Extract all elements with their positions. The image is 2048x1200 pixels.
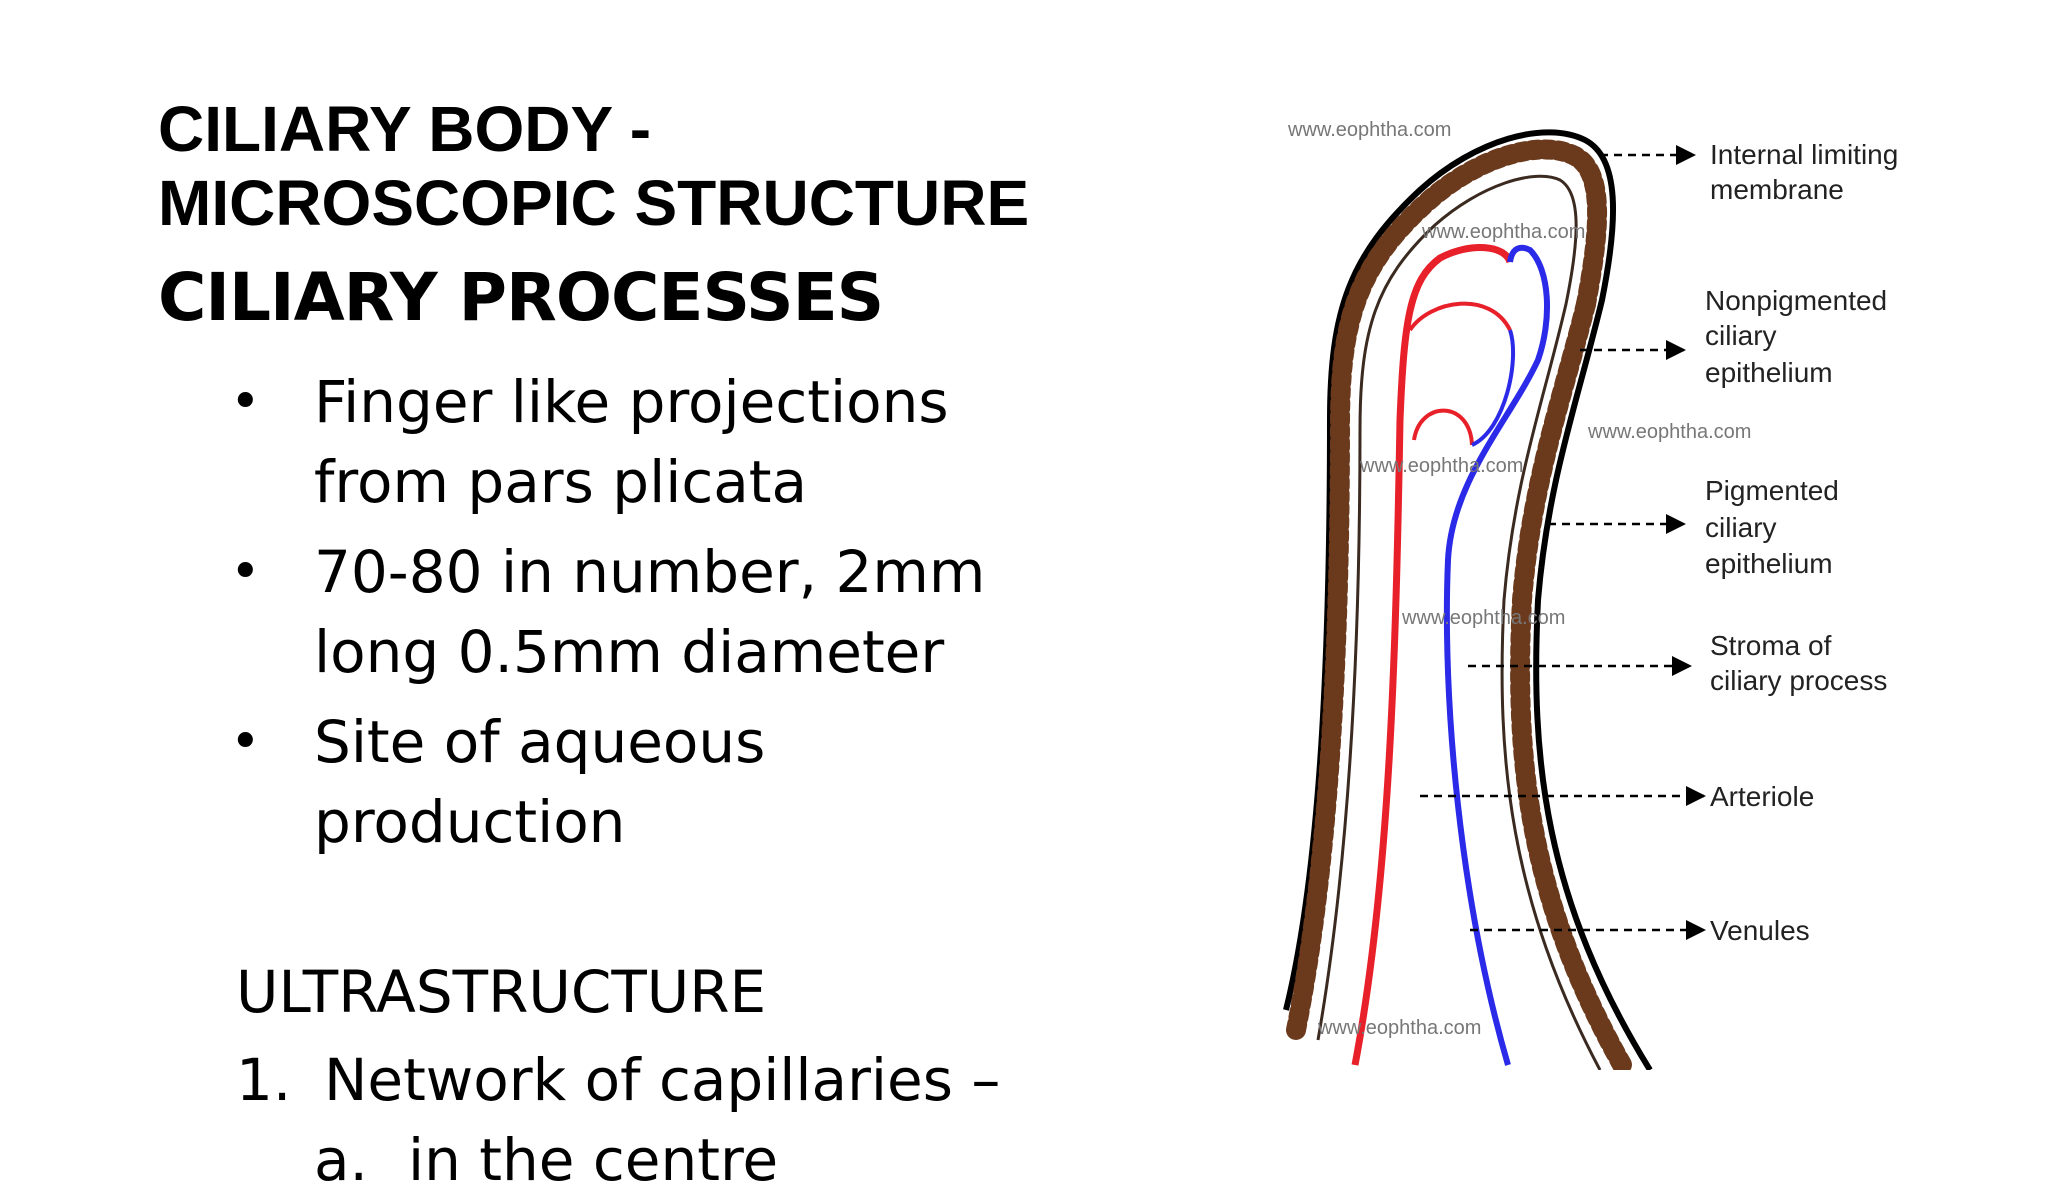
bullet-dot: • [230, 712, 261, 772]
bullet-text-line2: production [314, 788, 626, 856]
label-nonpigmented: Nonpigmented [1705, 285, 1887, 316]
watermark-text: www.eophtha.com [1587, 421, 1751, 443]
bullet-text-line2: long 0.5mm diameter [314, 618, 945, 686]
section-heading: CILIARY PROCESSES [158, 259, 884, 336]
ultrastructure-heading: ULTRASTRUCTURE [236, 958, 767, 1026]
label-venules: Venules [1710, 915, 1810, 946]
pigmented-epithelium-left [1286, 139, 1608, 1040]
watermark-text: www.eophtha.com [1317, 1017, 1481, 1039]
numbered-item: 1. Network of capillaries – [236, 1040, 1000, 1120]
bullet-text-line1: 70-80 in number, 2mm [314, 538, 986, 606]
slide-title: CILIARY BODY - MICROSCOPIC STRUCTURE [158, 92, 1158, 240]
label-nonpigmented-3: epithelium [1705, 357, 1833, 388]
arteriole-vessel [1351, 244, 1514, 1066]
bullet-text-line2: from pars plicata [314, 448, 808, 516]
bullet-item: • 70-80 in number, 2mm long 0.5mm diamet… [228, 532, 1088, 692]
watermark-text: www.eophtha.com [1421, 221, 1585, 243]
watermark-text: www.eophtha.com [1401, 607, 1565, 629]
bullet-dot: • [230, 542, 261, 602]
pigmented-epithelium-right [1510, 294, 1635, 1070]
title-line-1: CILIARY BODY - [158, 93, 652, 165]
label-stroma-2: ciliary process [1710, 665, 1887, 696]
process-illustration [1283, 129, 1653, 1070]
label-nonpigmented-2: ciliary [1705, 320, 1777, 351]
label-pigmented-2: ciliary [1705, 512, 1777, 543]
label-pigmented-3: epithelium [1705, 548, 1833, 579]
label-internal-limiting-membrane-2: membrane [1710, 174, 1844, 205]
item-number: 1. [236, 1046, 292, 1114]
title-line-2: MICROSCOPIC STRUCTURE [158, 167, 1030, 239]
venule-vessel [1443, 244, 1550, 1066]
bullet-text-line1: Finger like projections [314, 368, 949, 436]
watermark-text: www.eophtha.com [1359, 455, 1523, 477]
bullet-text-line1: Site of aqueous [314, 708, 766, 776]
label-pigmented: Pigmented [1705, 475, 1839, 506]
bullet-item: • Site of aqueous production [228, 702, 1088, 862]
arteriole-loop-1 [1408, 301, 1512, 332]
watermark-text: www.eophtha.com [1287, 119, 1451, 141]
venule-loop-1 [1471, 329, 1515, 447]
label-stroma: Stroma of [1710, 630, 1832, 661]
label-internal-limiting-membrane: Internal limiting [1710, 139, 1898, 170]
bullet-dot: • [230, 372, 261, 432]
ciliary-process-diagram: www.eophtha.com www.eophtha.com www.eoph… [1283, 119, 1898, 1070]
label-arteriole: Arteriole [1710, 781, 1814, 812]
bullet-item: • Finger like projections from pars plic… [228, 362, 1088, 522]
arteriole-loop-2 [1412, 408, 1474, 446]
bullet-list: • Finger like projections from pars plic… [228, 362, 1088, 872]
item-text: Network of capillaries – [324, 1046, 1001, 1114]
nonpigmented-epithelium [1316, 174, 1602, 1070]
